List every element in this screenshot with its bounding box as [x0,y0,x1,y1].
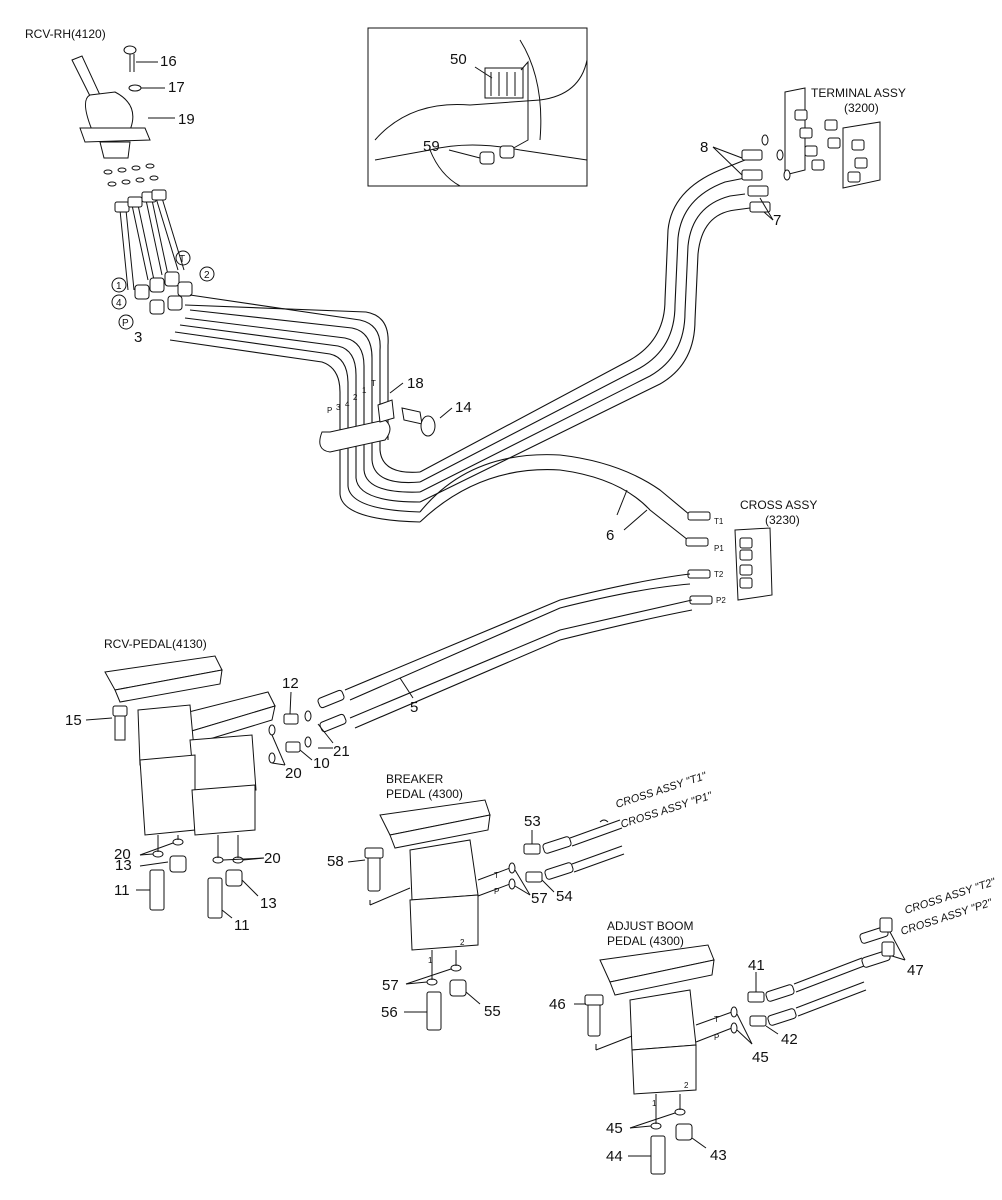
hose-cross-to-pedal: 5 [317,573,693,733]
circled-label-1: 1 [116,281,122,292]
part-number-13-left: 13 [115,857,132,874]
part-number-58: 58 [327,853,344,870]
part-number-12: 12 [282,675,299,692]
part-number-11-right: 11 [234,917,250,934]
part-number-20-right: 20 [264,850,281,867]
part-number-21: 21 [333,743,350,760]
part-number-50: 50 [450,51,467,68]
part-number-5: 5 [410,699,418,716]
part-number-45-side: 45 [752,1049,769,1066]
adjust-port-t: T [714,1015,719,1024]
part-number-57-side: 57 [531,890,548,907]
port-label-p: P [327,406,332,415]
terminal-assy: TERMINAL ASSY (3200) 8 7 [700,86,906,229]
breaker-pedal: BREAKER PEDAL (4300) 58 T P 57 53 [327,770,715,1031]
rcv-pedal-title: RCV-PEDAL(4130) [104,637,207,651]
part-number-45-bottom: 45 [606,1120,623,1137]
circled-label-4: 4 [116,298,122,309]
part-number-8: 8 [700,139,708,156]
part-number-20-side: 20 [285,765,302,782]
part-number-42: 42 [781,1031,798,1048]
inset-detail: 50 59 [367,27,588,187]
adjust-boom-title-line1: ADJUST BOOM [607,919,693,933]
part-number-19: 19 [178,111,195,128]
cross-assy-title-line2: (3230) [765,513,800,527]
part-number-59: 59 [423,138,440,155]
adjust-boom-title-line2: PEDAL (4300) [607,934,684,948]
terminal-assy-title-line1: TERMINAL ASSY [811,86,906,100]
port-label-p1: P1 [714,544,724,553]
part-number-46: 46 [549,996,566,1013]
adjust-boom-pedal: ADJUST BOOM PEDAL (4300) 46 T P 45 [549,876,998,1175]
part-number-56: 56 [381,1004,398,1021]
breaker-pedal-title-line1: BREAKER [386,772,444,786]
hose-bundle-cross: 6 [419,454,691,544]
port-label-3: 3 [336,403,341,412]
part-number-16: 16 [160,53,177,70]
rcv-pedal: RCV-PEDAL(4130) 15 12 21 10 20 [65,637,350,934]
part-number-7: 7 [773,212,781,229]
rcv-rh-joystick: RCV-RH(4120) 16 17 19 [25,27,215,346]
port-label-2: 2 [353,393,358,402]
port-label-t1: T1 [714,517,724,526]
part-number-15: 15 [65,712,82,729]
cross-assy: CROSS ASSY (3230) T1 P1 T2 P2 [685,498,817,605]
breaker-port-1: 1 [428,956,433,965]
part-number-18: 18 [407,375,424,392]
port-label-t: T [371,379,376,388]
adjust-port-1: 1 [652,1099,657,1108]
part-number-6: 6 [606,527,614,544]
breaker-port-2: 2 [460,938,465,947]
rcv-rh-title: RCV-RH(4120) [25,27,106,41]
part-number-20-left: 20 [114,846,131,863]
part-number-53: 53 [524,813,541,830]
circled-label-2: 2 [204,270,210,281]
port-label-4: 4 [345,400,350,409]
part-number-55: 55 [484,1003,501,1020]
part-number-41: 41 [748,957,765,974]
hose-bundle-terminal [419,159,751,503]
part-number-43: 43 [710,1147,727,1164]
part-number-10: 10 [313,755,330,772]
adjust-port-2: 2 [684,1081,689,1090]
cross-assy-title-line1: CROSS ASSY [740,498,817,512]
clamp-assembly: 18 14 P 3 4 2 1 T [319,375,472,453]
part-number-47: 47 [907,962,924,979]
port-label-t2: T2 [714,570,724,579]
part-number-54: 54 [556,888,573,905]
part-number-44: 44 [606,1148,623,1165]
breaker-port-t: T [494,871,499,880]
circled-label-p: P [122,318,129,329]
terminal-assy-title-line2: (3200) [844,101,879,115]
part-number-57-bottom: 57 [382,977,399,994]
part-number-13-right: 13 [260,895,277,912]
part-number-3: 3 [134,329,142,346]
part-number-14: 14 [455,399,472,416]
port-label-1: 1 [362,386,367,395]
circled-label-t: T [179,254,185,265]
port-label-p2: P2 [716,596,726,605]
part-number-17: 17 [168,79,185,96]
breaker-pedal-title-line2: PEDAL (4300) [386,787,463,801]
adjust-port-p: P [714,1033,719,1042]
breaker-port-p: P [494,887,499,896]
part-number-11-left: 11 [114,882,130,899]
hose-bundle-joystick [169,294,421,523]
